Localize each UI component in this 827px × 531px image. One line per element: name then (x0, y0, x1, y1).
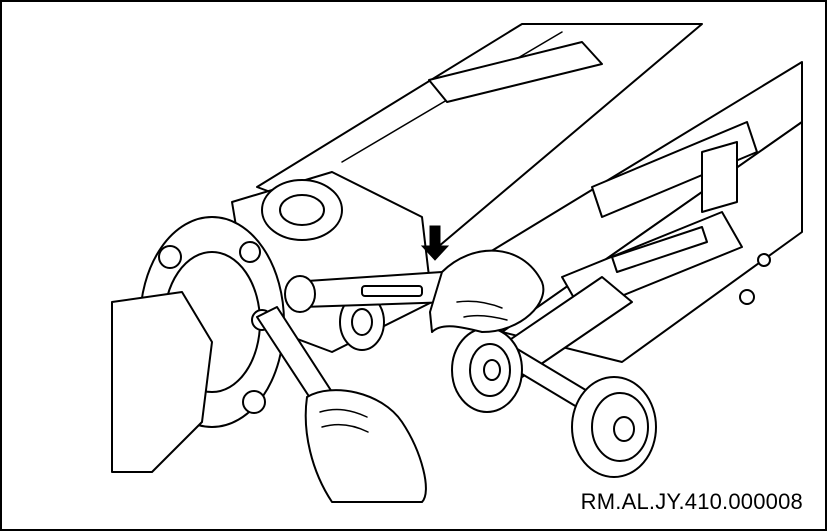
differential-housing (111, 291, 213, 473)
hand-upper (429, 249, 545, 333)
figure-reference-code: RM.AL.JY.410.000008 (580, 489, 803, 514)
hand-lower (304, 389, 427, 503)
wrench-upper (284, 271, 453, 313)
jack-wheel-front (571, 376, 657, 478)
rotation-arrow-icon (420, 225, 450, 261)
transmission-jack (428, 41, 803, 423)
jack-wheel-rear (451, 327, 523, 413)
